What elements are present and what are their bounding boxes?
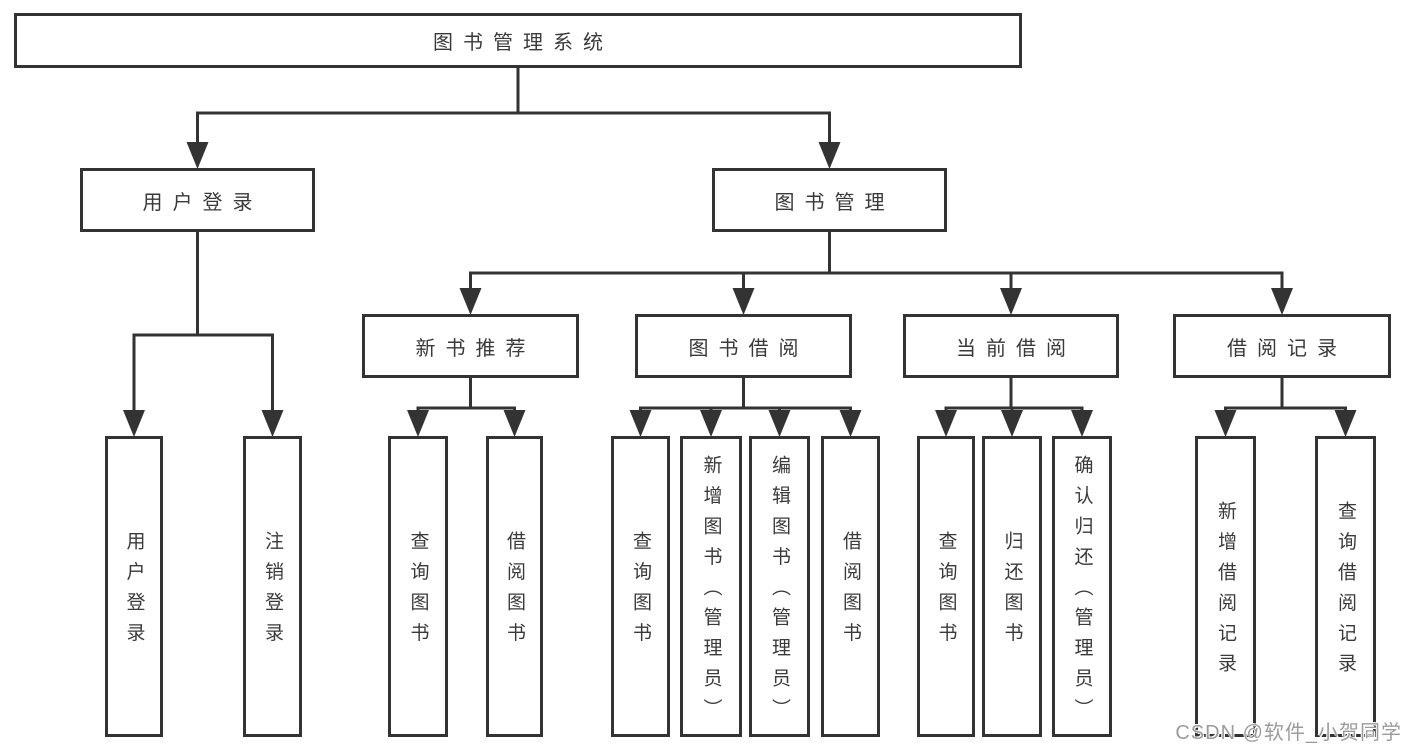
- node-label: 注销登录: [262, 531, 283, 653]
- node-label: 当前借阅: [956, 337, 1076, 360]
- node-return-books: 归还图书: [982, 436, 1042, 737]
- node-root: 图书管理系统: [14, 13, 1022, 68]
- arrow-down-icon: [1071, 410, 1093, 437]
- node-add-borrow-record: 新增借阅记录: [1195, 436, 1256, 737]
- node-label: 编辑图书（管理员）: [769, 455, 790, 729]
- node-label: 用户登录: [142, 191, 263, 214]
- node-borrow-books-2: 借阅图书: [821, 436, 880, 737]
- node-user-login: 用户登录: [80, 168, 315, 232]
- arrow-down-icon: [459, 288, 482, 315]
- node-current-borrowing: 当前借阅: [903, 314, 1119, 378]
- node-query-borrow-record: 查询借阅记录: [1315, 436, 1376, 737]
- node-label: 借阅图书: [504, 531, 525, 653]
- arrow-down-icon: [935, 410, 957, 437]
- node-book-management: 图书管理: [712, 168, 947, 232]
- node-book-borrowing: 图书借阅: [635, 314, 852, 378]
- node-confirm-return-admin: 确认归还（管理员）: [1052, 436, 1112, 737]
- arrow-down-icon: [123, 410, 145, 437]
- node-label: 确认归还（管理员）: [1071, 455, 1093, 729]
- node-query-books-3: 查询图书: [917, 436, 975, 737]
- node-new-book-recommendation: 新书推荐: [362, 314, 579, 378]
- node-borrowing-records: 借阅记录: [1173, 314, 1391, 378]
- node-user-login-leaf: 用户登录: [105, 436, 163, 737]
- arrow-down-icon: [1000, 288, 1022, 315]
- node-query-books-2: 查询图书: [611, 436, 670, 737]
- node-label: 新书推荐: [415, 337, 536, 360]
- node-label: 图书管理系统: [433, 32, 613, 54]
- node-label: 查询借阅记录: [1335, 500, 1356, 684]
- node-label: 图书管理: [774, 191, 895, 214]
- arrow-down-icon: [503, 410, 526, 437]
- node-label: 归还图书: [1001, 531, 1023, 653]
- arrow-down-icon: [1334, 410, 1357, 437]
- arrow-down-icon: [186, 142, 209, 169]
- node-label: 新增图书（管理员）: [700, 455, 722, 729]
- node-logout-leaf: 注销登录: [243, 436, 302, 737]
- arrow-down-icon: [732, 288, 755, 315]
- node-query-books-1: 查询图书: [388, 436, 448, 737]
- arrow-down-icon: [1001, 410, 1023, 437]
- arrow-down-icon: [1271, 288, 1293, 315]
- node-add-books-admin: 新增图书（管理员）: [680, 436, 742, 737]
- node-label: 新增借阅记录: [1215, 500, 1236, 684]
- arrow-down-icon: [818, 142, 841, 169]
- node-label: 图书借阅: [688, 337, 809, 360]
- node-label: 借阅记录: [1227, 337, 1347, 360]
- node-label: 查询图书: [630, 531, 651, 653]
- arrow-down-icon: [629, 410, 652, 437]
- node-label: 借阅图书: [840, 531, 861, 653]
- arrow-down-icon: [839, 410, 862, 437]
- arrow-down-icon: [1214, 410, 1237, 437]
- node-label: 用户登录: [123, 531, 145, 653]
- arrow-down-icon: [407, 410, 429, 437]
- arrow-down-icon: [700, 410, 722, 437]
- node-borrow-books-1: 借阅图书: [486, 436, 543, 737]
- node-label: 查询图书: [935, 531, 957, 653]
- node-label: 查询图书: [407, 531, 429, 653]
- watermark-text: CSDN @软件_小贺同学: [1175, 722, 1402, 744]
- node-edit-books-admin: 编辑图书（管理员）: [749, 436, 810, 737]
- arrow-down-icon: [768, 410, 791, 437]
- arrow-down-icon: [261, 410, 284, 437]
